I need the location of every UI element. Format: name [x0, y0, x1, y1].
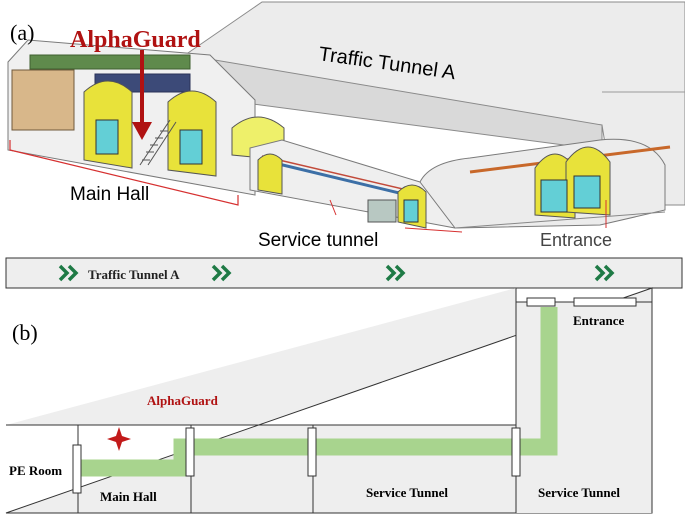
service-tunnel-pipe-blue	[261, 158, 421, 200]
service-tunnel-box	[367, 199, 397, 223]
plan-pe-room-label: PE Room	[9, 463, 62, 478]
plan-door-entrance-2	[573, 297, 637, 307]
plan-door-service-tunnel-2	[511, 427, 521, 477]
plan-entrance-label: Entrance	[573, 313, 625, 328]
plan-door-service-tunnel	[307, 427, 317, 477]
plan-door-pe-room	[72, 444, 82, 494]
direction-arrow-1	[58, 264, 79, 282]
plan-traffic-tunnel-label: Traffic Tunnel A	[88, 267, 180, 282]
main-hall-bracket	[9, 140, 239, 206]
service-tunnel-door	[403, 199, 419, 223]
entrance-door-2	[573, 175, 601, 209]
alphaguard-arrowhead	[132, 122, 152, 140]
panel-b-label: (b)	[12, 320, 38, 345]
plan-entrance-shaft	[516, 302, 652, 513]
panel-b-floorplan: Traffic Tunnel A (b) AlphaGuard PE Room …	[5, 257, 683, 514]
plan-service-tunnel-label-1: Service Tunnel	[366, 485, 448, 500]
service-tunnel-arch-1	[257, 153, 283, 195]
main-hall-stairs	[139, 119, 177, 166]
plan-main-hall-label: Main Hall	[100, 489, 157, 504]
plan-door-main-hall	[185, 427, 195, 477]
direction-arrow-4	[594, 264, 615, 282]
service-tunnel-pointer-2	[404, 227, 463, 233]
panel-a-rendering: (a) AlphaGuard Traffic Tunnel A Main Hal…	[7, 1, 685, 251]
service-tunnel-pipe-red	[261, 155, 421, 194]
main-hall-cabin	[11, 69, 75, 131]
plan-alphaguard-star-icon	[107, 427, 131, 451]
panel-a-alphaguard-label: AlphaGuard	[70, 27, 201, 53]
plan-direction-arrows	[58, 264, 615, 282]
plan-service-tunnel-label-2: Service Tunnel	[538, 485, 620, 500]
plan-door-entrance-1	[526, 297, 556, 307]
main-hall-door-2	[179, 129, 203, 165]
panel-a-main-hall-label: Main Hall	[70, 184, 149, 205]
direction-arrow-3	[385, 264, 406, 282]
service-tunnel-pointer-1	[329, 199, 337, 216]
plan-measurement-path	[80, 307, 558, 477]
panel-a-entrance-label: Entrance	[540, 230, 612, 250]
plan-alphaguard-label: AlphaGuard	[147, 393, 219, 408]
plan-traffic-tunnel	[5, 257, 683, 289]
direction-arrow-2	[211, 264, 232, 282]
main-hall-roof-green	[29, 54, 191, 70]
entrance-floor-line	[454, 211, 666, 229]
panel-a-service-tunnel-label: Service tunnel	[258, 230, 378, 251]
main-hall-door-1	[95, 119, 119, 155]
panel-a-label: (a)	[10, 20, 34, 45]
entrance-door-1	[540, 179, 568, 213]
